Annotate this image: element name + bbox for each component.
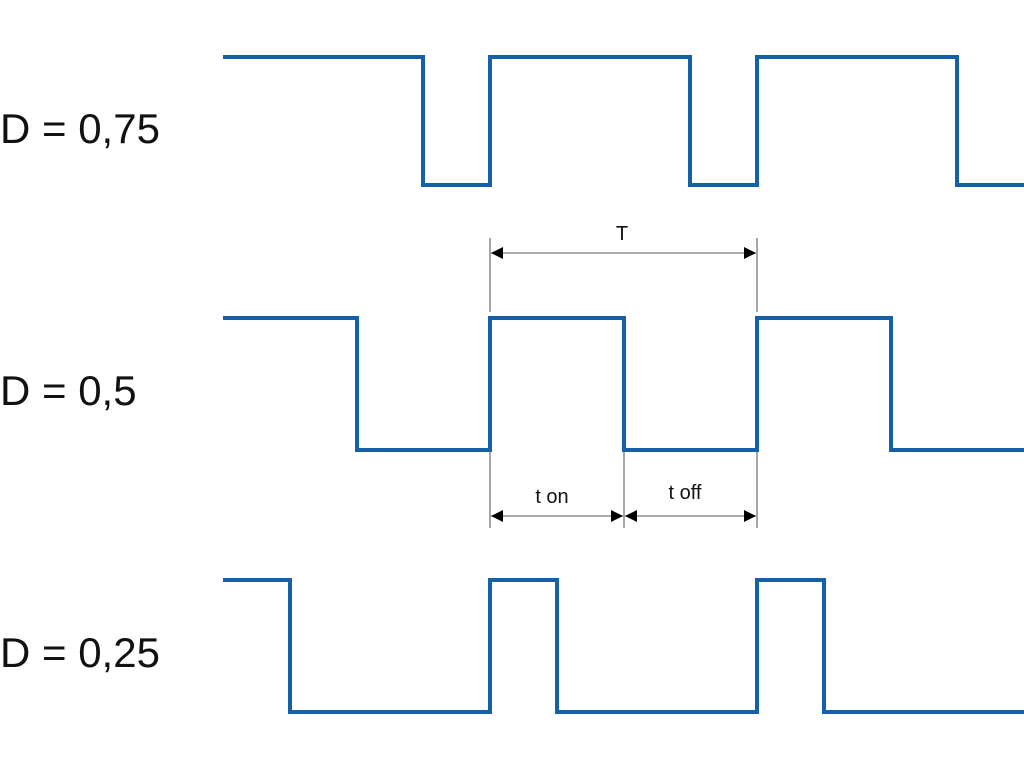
- period-dimension: [489, 238, 758, 312]
- duty-label-075: D = 0,75: [0, 105, 160, 152]
- period-label: T: [616, 223, 628, 245]
- ton-toff-dimension: [489, 452, 758, 528]
- duty-label-05: D = 0,5: [0, 367, 137, 414]
- ton-label: t on: [535, 486, 568, 508]
- duty-label-025: D = 0,25: [0, 629, 160, 676]
- waveform-duty-025: [223, 578, 1024, 714]
- toff-label: t off: [669, 482, 702, 504]
- waveform-duty-05: [223, 316, 1024, 452]
- waveform-duty-075: [223, 55, 1024, 187]
